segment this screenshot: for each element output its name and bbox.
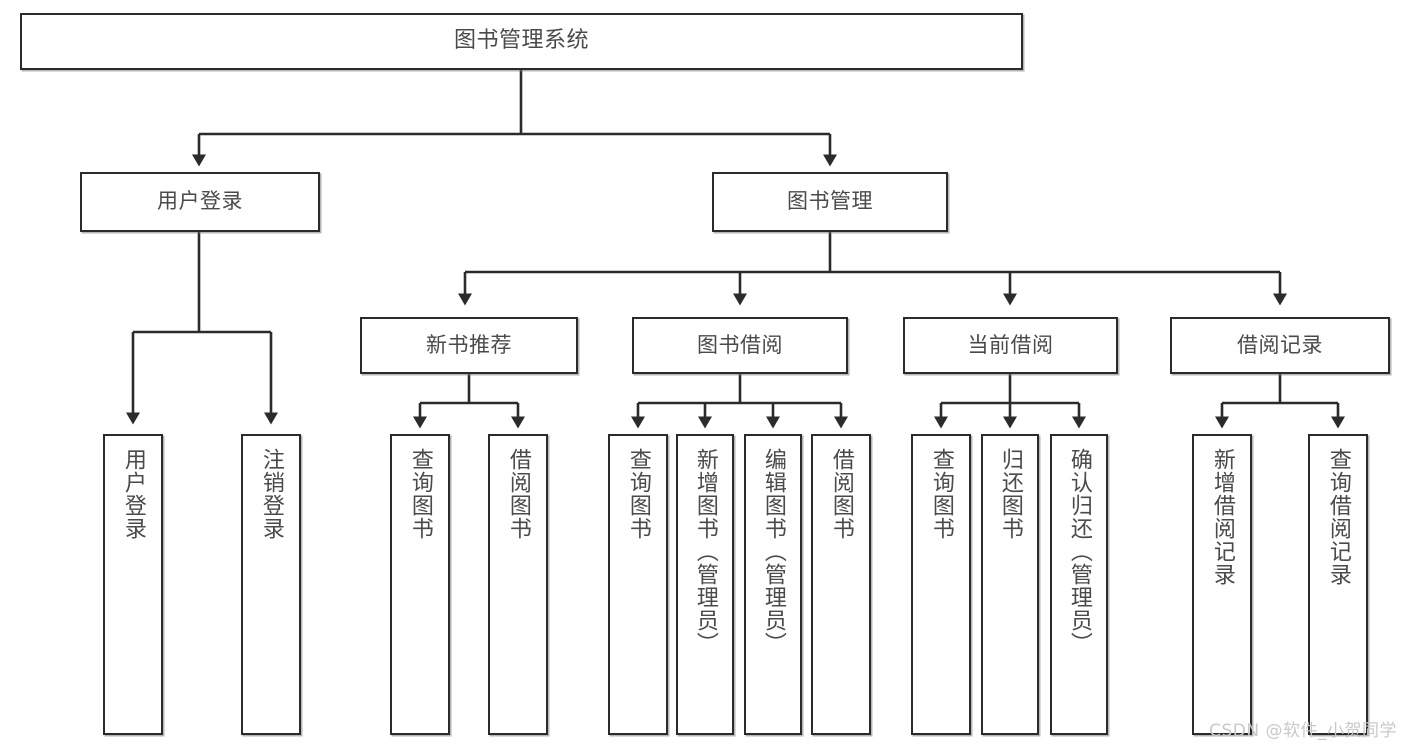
- node-book-management[interactable]: 图书管理: [712, 172, 948, 232]
- node-label: 编辑图书（管理员）: [760, 448, 786, 655]
- node-label: 新增借阅记录: [1209, 448, 1235, 586]
- node-label: 新增图书（管理员）: [692, 448, 718, 655]
- node-label: 图书借阅: [697, 332, 783, 357]
- node-label: 确认归还（管理员）: [1066, 448, 1092, 655]
- node-label: 当前借阅: [967, 332, 1054, 357]
- node-label: 图书管理: [787, 189, 873, 214]
- node-label: 查询图书: [625, 448, 651, 540]
- node-label: 图书管理系统: [453, 28, 589, 54]
- node-leaf-add-borrow-record[interactable]: 新增借阅记录: [1192, 434, 1252, 735]
- node-leaf-borrow-book-rec[interactable]: 借阅图书: [488, 434, 548, 735]
- node-leaf-logout[interactable]: 注销登录: [241, 434, 301, 735]
- node-leaf-query-book-borrow[interactable]: 查询图书: [608, 434, 668, 735]
- node-label: 归还图书: [997, 448, 1023, 540]
- node-label: 新书推荐: [426, 332, 512, 357]
- node-leaf-query-book-current[interactable]: 查询图书: [911, 434, 971, 735]
- node-leaf-borrow-book[interactable]: 借阅图书: [811, 434, 871, 735]
- node-new-book-recommendation[interactable]: 新书推荐: [360, 317, 578, 374]
- node-label: 用户登录: [157, 189, 243, 214]
- node-label: 查询图书: [928, 448, 954, 540]
- watermark: CSDN @软件_小贺同学: [1209, 721, 1397, 741]
- node-leaf-confirm-return-admin[interactable]: 确认归还（管理员）: [1050, 434, 1108, 735]
- node-book-borrowing[interactable]: 图书借阅: [632, 317, 848, 374]
- node-label: 借阅图书: [828, 448, 854, 540]
- node-borrowing-records[interactable]: 借阅记录: [1170, 317, 1390, 374]
- node-leaf-query-borrow-record[interactable]: 查询借阅记录: [1308, 434, 1368, 735]
- node-leaf-return-book[interactable]: 归还图书: [981, 434, 1039, 735]
- node-label: 查询借阅记录: [1325, 448, 1351, 586]
- node-leaf-user-login[interactable]: 用户登录: [103, 434, 163, 735]
- node-label: 注销登录: [258, 448, 284, 540]
- node-leaf-query-book-rec[interactable]: 查询图书: [390, 434, 450, 735]
- node-label: 借阅记录: [1237, 332, 1323, 357]
- node-label: 用户登录: [120, 448, 146, 540]
- node-root-book-management-system[interactable]: 图书管理系统: [20, 13, 1023, 70]
- node-leaf-add-book-admin[interactable]: 新增图书（管理员）: [676, 434, 734, 735]
- node-leaf-edit-book-admin[interactable]: 编辑图书（管理员）: [744, 434, 802, 735]
- node-current-borrowing[interactable]: 当前借阅: [903, 317, 1118, 374]
- node-label: 借阅图书: [505, 448, 531, 540]
- node-user-login[interactable]: 用户登录: [80, 172, 320, 232]
- node-label: 查询图书: [407, 448, 433, 540]
